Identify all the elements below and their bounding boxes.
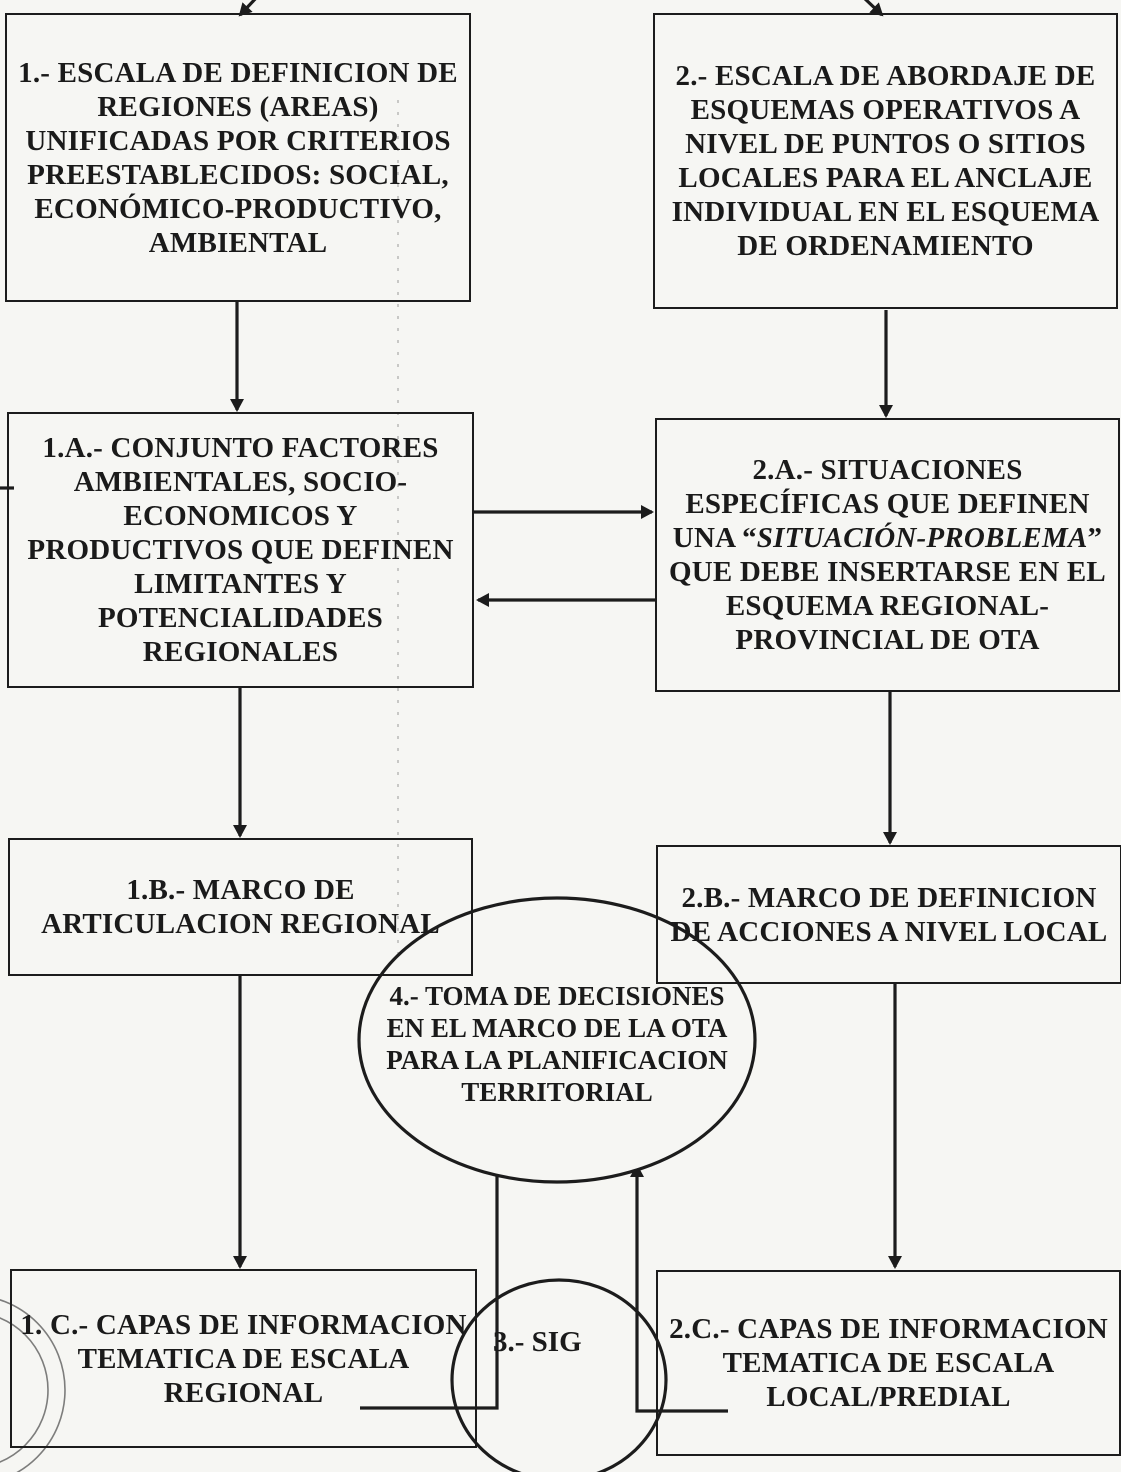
arrow-sig-left-to-decision (360, 1162, 504, 1410)
arrow-sig-right-to-decision (630, 1164, 728, 1413)
box-2b-local-actions: 2.B.- MARCO DE DEFINICION DE ACCIONES A … (656, 845, 1121, 984)
arrow-into-box-2 (863, 0, 884, 17)
circle-sig-shape (450, 1278, 668, 1472)
box-2a-text: 2.A.- SITUACIONES ESPECÍFICAS QUE DEFINE… (669, 454, 1106, 656)
circle-sig-label: 3.- SIG (493, 1326, 582, 1358)
box-1a-regional-factors: 1.A.- CONJUNTO FACTORES AMBIENTALES, SOC… (7, 412, 474, 688)
circle-decision-label: 4.- TOMA DE DECISIONES EN EL MARCO DE LA… (386, 981, 728, 1107)
box-2a-specific-situations: 2.A.- SITUACIONES ESPECÍFICAS QUE DEFINE… (655, 418, 1120, 692)
arrow-into-box-1 (238, 0, 257, 17)
box-2c-local-layers: 2.C.- CAPAS DE INFORMACION TEMATICA DE E… (656, 1270, 1121, 1456)
box-2-local-scale: 2.- ESCALA DE ABORDAJE DE ESQUEMAS OPERA… (653, 13, 1118, 309)
box-1b-regional-articulation: 1.B.- MARCO DE ARTICULACION REGIONAL (8, 838, 473, 976)
stamp-seal-icon (0, 1299, 66, 1472)
box-1-regional-scale: 1.- ESCALA DE DEFINICION DE REGIONES (AR… (5, 13, 471, 302)
box-1c-regional-layers: 1. C.- CAPAS DE INFORMACION TEMATICA DE … (10, 1269, 477, 1448)
